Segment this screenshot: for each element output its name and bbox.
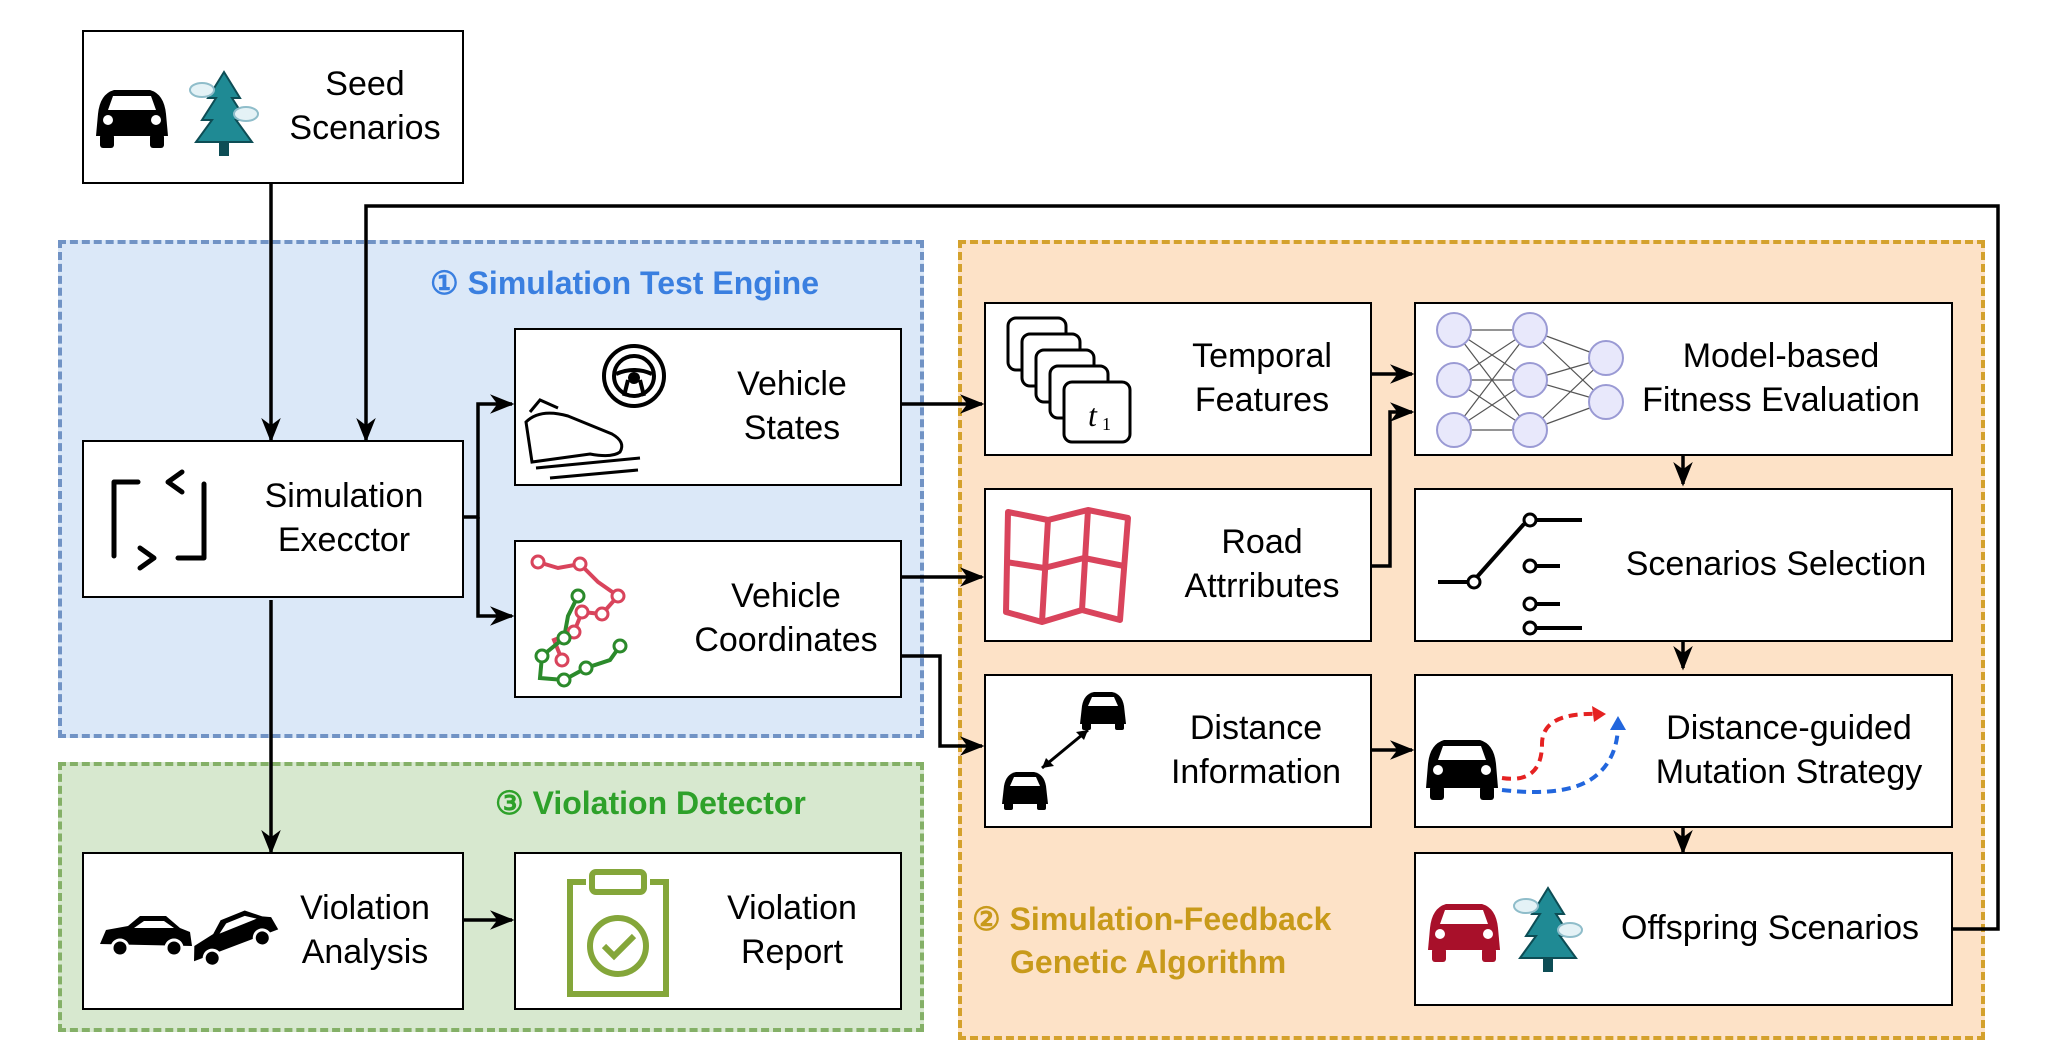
steering-pedal-icon	[524, 344, 666, 480]
distance-cars-icon	[1002, 692, 1126, 810]
ga-group-title-line1: ② Simulation-Feedback	[972, 901, 1332, 937]
offspring-car-icon	[1428, 904, 1500, 962]
trajectory-icon	[530, 554, 628, 688]
scenarios-selection-label: Scenarios Selection	[1625, 545, 1927, 583]
loop-arrows-icon	[111, 469, 207, 571]
scenarios-selection-box: Scenarios Selection	[1414, 488, 1953, 642]
engine-group-title: ① Simulation Test Engine	[430, 265, 820, 301]
frame-label: t	[1088, 397, 1098, 433]
report-clipboard-icon	[567, 869, 669, 997]
offspring-scenarios-label: Offspring Scenarios	[1621, 909, 1919, 947]
ga-group-title-line2: Genetic Algorithm	[1010, 944, 1287, 980]
road-map-icon	[1003, 507, 1131, 625]
frame-subscript: 1	[1102, 414, 1111, 434]
offspring-scenarios-box: Offspring Scenarios	[1414, 852, 1953, 1006]
mutation-car-icon	[1426, 706, 1626, 800]
time-frames-icon: t 1	[1006, 316, 1132, 444]
car-crash-icon	[100, 910, 279, 968]
detector-group-title: ③ Violation Detector	[495, 785, 806, 821]
offspring-tree-icon	[1513, 886, 1583, 972]
switch-icon	[1438, 512, 1582, 636]
car-icon	[96, 90, 168, 148]
tree-icon	[189, 70, 259, 156]
neural-network-icon	[1436, 312, 1624, 448]
